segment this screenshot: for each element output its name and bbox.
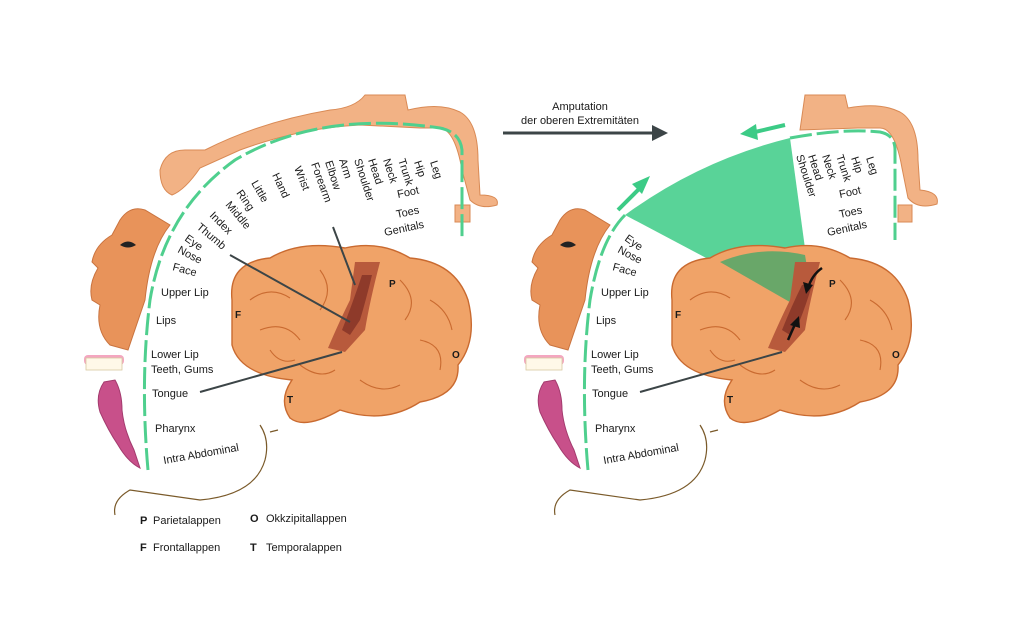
teeth-figure: [84, 355, 124, 371]
label-toes: Toes: [395, 204, 421, 221]
label-teeth-gums-right: Teeth, Gums: [591, 364, 654, 376]
label-teeth-gums: Teeth, Gums: [151, 364, 214, 376]
teeth-figure-right: [524, 355, 564, 371]
cortex-arc-right: [582, 129, 897, 471]
lobe-p-left: P: [389, 279, 396, 290]
arrow-head-icon: [652, 125, 668, 141]
label-lower-lip-right: Lower Lip: [591, 349, 639, 361]
label-toes-right: Toes: [838, 204, 864, 221]
label-intra-abdominal: Intra Abdominal: [162, 442, 239, 467]
legend-letter-t: T: [250, 542, 257, 554]
legend-text-t: Temporalappen: [266, 542, 342, 554]
lobe-f-right: F: [675, 310, 681, 321]
label-lips: Lips: [156, 315, 177, 327]
label-wrist: Wrist: [291, 165, 311, 193]
label-lower-lip: Lower Lip: [151, 349, 199, 361]
legend-letter-f: F: [140, 542, 147, 554]
label-pharynx-right: Pharynx: [595, 423, 636, 435]
arrow-caption-line1: Amputation: [552, 101, 608, 113]
face-figure-right: [530, 208, 611, 351]
legend: P Parietalappen O Okkzipitallappen F Fro…: [140, 513, 347, 554]
arrow-caption-line2: der oberen Extremitäten: [521, 115, 639, 127]
motor-strip-dark: [342, 275, 372, 335]
nerve-lines: [113, 424, 279, 516]
foot-figure: [897, 204, 913, 223]
left-panel: P F O T Leg Hip Trunk Neck Head Shoulder…: [84, 94, 498, 516]
label-hand: Hand: [269, 171, 291, 200]
cortex-arc: [142, 121, 464, 471]
eye-icon: [120, 241, 136, 248]
right-panel: P F O T Leg Hip Trunk Neck Head Shoulder…: [524, 94, 938, 516]
brain-left: [230, 244, 473, 424]
pointer-line-thumb: [229, 254, 351, 323]
lobe-o-left: O: [452, 350, 460, 361]
amputation-arrow: Amputation der oberen Extremitäten: [503, 101, 668, 141]
leg-foot: [454, 204, 471, 223]
label-tongue: Tongue: [152, 388, 188, 400]
leg-figure: [799, 94, 938, 207]
label-intra-abdominal-right: Intra Abdominal: [602, 442, 679, 467]
highlight-on-brain: [720, 251, 810, 305]
legend-text-f: Frontallappen: [153, 542, 220, 554]
legend-letter-o: O: [250, 513, 259, 525]
pointer-line-tongue-right: [639, 351, 783, 393]
lobe-f-left: F: [235, 310, 241, 321]
shift-arrowhead-up-icon: [790, 316, 800, 328]
tongue-figure: [97, 379, 141, 469]
lobe-p-right: P: [829, 279, 836, 290]
nerve-lines-right: [553, 424, 719, 516]
tongue-figure-right: [537, 379, 581, 469]
label-foot-right: Foot: [838, 185, 862, 201]
motor-strip-dark-right: [782, 285, 812, 335]
pointer-line-tongue: [199, 351, 343, 393]
label-arm: Arm: [336, 157, 354, 180]
label-upper-lip: Upper Lip: [161, 287, 209, 299]
label-genitals: Genitals: [383, 219, 425, 239]
label-lips-right: Lips: [596, 315, 617, 327]
brain-right: [670, 244, 913, 424]
legend-text-p: Parietalappen: [153, 515, 221, 527]
legend-text-o: Okkzipitallappen: [266, 513, 347, 525]
eye-icon-right: [560, 241, 576, 248]
pointer-line-forearm: [332, 226, 356, 286]
arc-arrowhead-right-icon: [740, 124, 758, 140]
arc-arrowhead-left-icon: [632, 176, 650, 194]
label-genitals-right: Genitals: [826, 219, 868, 239]
label-upper-lip-right: Upper Lip: [601, 287, 649, 299]
label-leg: Leg: [427, 159, 444, 180]
label-pharynx: Pharynx: [155, 423, 196, 435]
lobe-t-left: T: [287, 395, 293, 406]
lobe-o-right: O: [892, 350, 900, 361]
arc-arrow-left-icon: [616, 186, 642, 212]
shift-arrowhead-down-icon: [803, 282, 813, 294]
arc-arrow-right-icon: [754, 123, 786, 134]
label-hip-right: Hip: [848, 155, 865, 174]
label-hip: Hip: [411, 159, 428, 178]
label-foot: Foot: [396, 185, 420, 201]
face-figure: [90, 208, 171, 351]
lobe-t-right: T: [727, 395, 733, 406]
label-tongue-right: Tongue: [592, 388, 628, 400]
legend-letter-p: P: [140, 515, 147, 527]
label-leg-right: Leg: [863, 155, 880, 176]
